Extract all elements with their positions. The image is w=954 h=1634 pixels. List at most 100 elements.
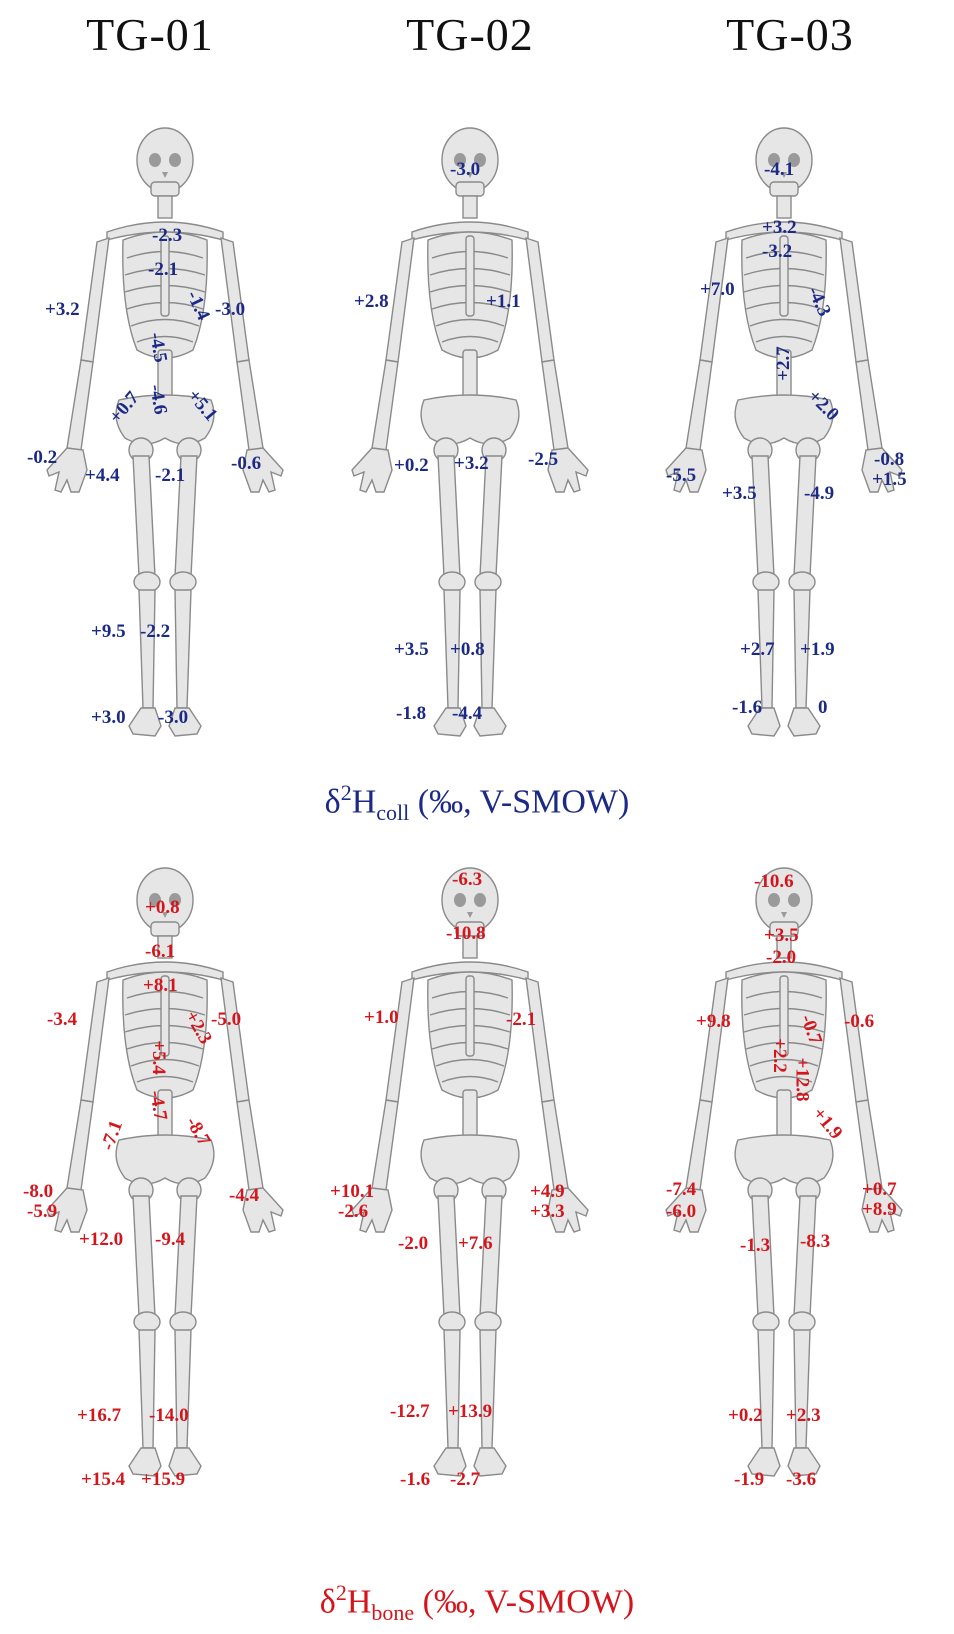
value-left-hand: -0.2 [27,448,57,467]
value-left-hand-a: +10.1 [330,1182,374,1201]
value-left-femur: +12.0 [79,1230,123,1249]
value-right-foot: -2.7 [450,1470,480,1489]
value-skull: -4.1 [764,160,794,179]
value-right-femur: -8.3 [800,1232,830,1251]
value-lumbar: -4.7 [146,1089,170,1122]
value-left-femur: +3.5 [722,484,757,503]
value-left-humerus: +1.0 [364,1008,399,1027]
coll-caption: δ2Hcoll (‰, V-SMOW) [0,780,954,826]
value-left-femur: -2.0 [398,1234,428,1253]
value-skull: -6.3 [452,870,482,889]
bone-caption: δ2Hbone (‰, V-SMOW) [0,1580,954,1626]
value-right-hand-b: +1.5 [872,470,907,489]
value-skull: -10.6 [754,872,794,891]
column-title-tg03: TG-03 [640,8,940,61]
caption-sup: 2 [341,780,352,805]
value-right-humerus: -5.0 [211,1010,241,1029]
value-right-tibia: +1.9 [800,640,835,659]
value-upper-spine: -2.1 [148,260,178,279]
caption-sub: coll [376,800,409,825]
value-left-foot: -1.9 [734,1470,764,1489]
caption-sup: 2 [336,1580,347,1605]
value-left-tibia: +9.5 [91,622,126,641]
caption-suffix: (‰, V-SMOW) [414,1583,634,1620]
value-left-hand-a: -8.0 [23,1182,53,1201]
value-left-foot: -1.8 [396,704,426,723]
bone-panel: +0.8 -6.1 +8.1 -3.4 +2.3 -5.0 +5.4 -4.7 … [0,860,954,1540]
value-right-femur: -4.9 [804,484,834,503]
value-right-tibia: +13.9 [448,1402,492,1421]
value-right-humerus: -0.6 [844,1012,874,1031]
value-left-humerus: +2.8 [354,292,389,311]
coll-panel: -2.3 -2.1 +3.2 -1.4 -3.0 -4.5 -4.6 +0.7 … [0,120,954,770]
value-left-femur: -1.3 [740,1236,770,1255]
value-left-hand: -5.5 [666,466,696,485]
value-right-tibia: -14.0 [149,1406,189,1425]
value-right-hand-a: -0.8 [874,450,904,469]
value-left-femur: +4.4 [85,466,120,485]
value-left-hand-b: -5.9 [27,1202,57,1221]
value-thoracic: -4.5 [146,331,170,364]
value-right-humerus: -2.1 [506,1010,536,1029]
value-right-femur: -2.1 [155,466,185,485]
value-left-humerus: +3.2 [45,300,80,319]
value-upper-spine: -2.0 [766,948,796,967]
value-right-hand: -2.5 [528,450,558,469]
skeleton-figure-tg03-coll: -4.1 +3.2 -3.2 +7.0 -4.3 +2.7 +2.0 -5.5 … [634,120,934,770]
value-mandible: -6.1 [145,942,175,961]
value-left-humerus: +9.8 [696,1012,731,1031]
value-left-hand-b: -6.0 [666,1202,696,1221]
value-left-humerus: +7.0 [700,280,735,299]
value-thoracic-a: +2.2 [770,1038,789,1073]
skeleton-drawing [15,120,315,770]
value-right-foot: 0 [818,698,828,717]
value-right-hand: -0.6 [231,454,261,473]
value-left-foot: -1.6 [732,698,762,717]
value-left-foot: +15.4 [81,1470,125,1489]
value-right-hand-a: +0.7 [862,1180,897,1199]
skeleton-drawing [320,120,620,770]
value-right-hand: -4.4 [229,1186,259,1205]
value-right-hand-a: +4.9 [530,1182,565,1201]
value-upper-spine: -3.2 [762,242,792,261]
value-thoracic: +2.7 [774,346,793,381]
value-mandible: -2.3 [152,226,182,245]
caption-main: H [347,1583,372,1620]
value-right-foot: -3.6 [786,1470,816,1489]
skeleton-figure-tg02-coll: -3.0 +2.8 +1.1 -2.5 +0.2 +3.2 +3.5 +0.8 … [320,120,620,770]
value-left-hand-b: -2.6 [338,1202,368,1221]
value-left-tibia: +2.7 [740,640,775,659]
value-mandible: +3.5 [764,926,799,945]
value-left-tibia: +3.5 [394,640,429,659]
value-left-foot: -1.6 [400,1470,430,1489]
value-left-hand-a: -7.4 [666,1180,696,1199]
value-right-hand-b: +8.9 [862,1200,897,1219]
value-right-femur: +7.6 [458,1234,493,1253]
caption-sub: bone [371,1600,414,1625]
value-thoracic: +5.4 [149,1040,168,1075]
value-mandible: -10.8 [446,924,486,943]
value-right-hand-b: +3.3 [530,1202,565,1221]
value-left-humerus: -3.4 [47,1010,77,1029]
caption-prefix: δ [320,1583,336,1620]
value-left-femur: +0.2 [394,456,429,475]
column-title-tg01: TG-01 [0,8,300,61]
skeleton-figure-tg03-bone: -10.6 +3.5 -2.0 +9.8 -0.7 -0.6 +2.2 +12.… [634,860,934,1510]
value-right-tibia: -2.2 [140,622,170,641]
value-upper-spine: +8.1 [143,976,178,995]
value-skull: +0.8 [145,898,180,917]
value-right-humerus: -3.0 [215,300,245,319]
value-left-tibia: +16.7 [77,1406,121,1425]
value-skull: -3.0 [450,160,480,179]
caption-prefix: δ [325,783,341,820]
value-right-foot: -3.0 [158,708,188,727]
value-lumbar: -4.6 [146,383,170,416]
value-right-foot: +15.9 [141,1470,185,1489]
caption-main: H [352,783,377,820]
value-right-femur: -9.4 [155,1230,185,1249]
value-left-tibia: -12.7 [390,1402,430,1421]
value-right-femur: +3.2 [454,454,489,473]
value-right-tibia: +2.3 [786,1406,821,1425]
skeleton-figure-tg02-bone: -6.3 -10.8 +1.0 -2.1 +10.1 -2.6 +4.9 +3.… [320,860,620,1510]
value-left-tibia: +0.2 [728,1406,763,1425]
